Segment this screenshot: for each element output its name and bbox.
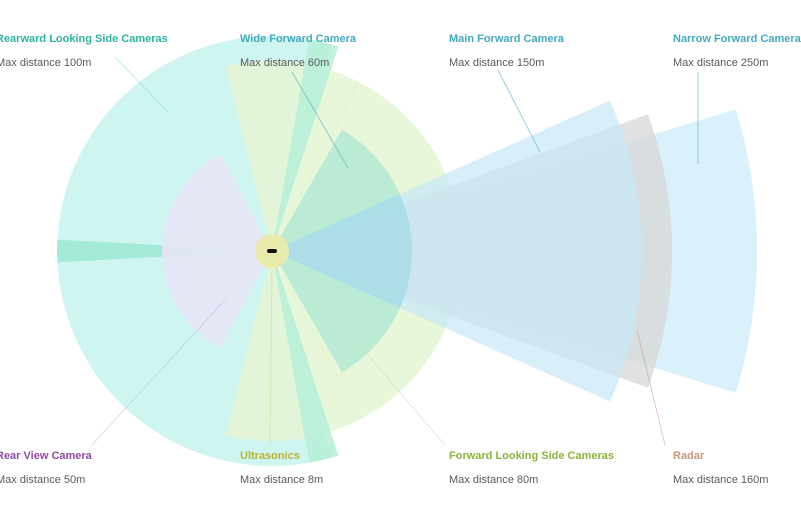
rear-view-leader-line bbox=[91, 299, 226, 446]
rear-view-camera-zone bbox=[162, 153, 272, 349]
main-forward-camera-title: Main Forward Camera bbox=[449, 33, 564, 45]
rearward-side-leader-line bbox=[114, 56, 169, 113]
forward-side-leader-line bbox=[354, 339, 446, 446]
forward-side-cameras-label: Forward Looking Side Cameras Max distanc… bbox=[449, 449, 614, 487]
rearward-side-cameras-distance: Max distance 100m bbox=[0, 57, 92, 69]
wide-forward-camera-label: Wide Forward Camera Max distance 60m bbox=[240, 32, 356, 70]
ultrasonics-title: Ultrasonics bbox=[240, 450, 300, 462]
side-camera-band-bottom bbox=[272, 251, 339, 463]
rear-view-camera-distance: Max distance 50m bbox=[0, 474, 86, 486]
forward-side-cameras-title: Forward Looking Side Cameras bbox=[449, 450, 615, 462]
sensor-coverage-diagram bbox=[57, 36, 757, 466]
side-camera-band-top bbox=[272, 39, 339, 251]
main-forward-camera-label: Main Forward Camera Max distance 150m bbox=[449, 32, 564, 70]
wide-forward-camera-distance: Max distance 60m bbox=[240, 57, 330, 69]
wide-forward-camera-title: Wide Forward Camera bbox=[240, 33, 357, 45]
ultrasonics-leader-line bbox=[269, 269, 273, 446]
narrow-forward-camera-label: Narrow Forward Camera Max distance 250m bbox=[673, 32, 801, 70]
main-forward-leader-line bbox=[497, 69, 541, 153]
forward-side-cameras-distance: Max distance 80m bbox=[449, 474, 539, 486]
main-wide-overlap-zone bbox=[272, 194, 412, 308]
wide-forward-leader-line bbox=[291, 71, 349, 169]
ultrasonics-distance: Max distance 8m bbox=[240, 474, 324, 486]
rear-view-camera-title: Rear View Camera bbox=[0, 450, 92, 462]
rearward-side-cameras-label: Rearward Looking Side Cameras Max distan… bbox=[0, 32, 168, 70]
radar-title: Radar bbox=[673, 450, 705, 462]
radar-label: Radar Max distance 160m bbox=[673, 449, 768, 487]
radar-distance: Max distance 160m bbox=[673, 474, 769, 486]
narrow-forward-camera-distance: Max distance 250m bbox=[673, 57, 769, 69]
narrow-forward-camera-title: Narrow Forward Camera bbox=[673, 33, 801, 45]
car-icon bbox=[267, 249, 277, 253]
radar-leader-line bbox=[636, 329, 666, 446]
rearward-side-cameras-title: Rearward Looking Side Cameras bbox=[0, 33, 168, 45]
ultrasonics-label: Ultrasonics Max distance 8m bbox=[240, 449, 323, 487]
rear-view-camera-label: Rear View Camera Max distance 50m bbox=[0, 449, 92, 487]
main-forward-camera-zone bbox=[272, 100, 642, 402]
main-forward-camera-distance: Max distance 150m bbox=[449, 57, 545, 69]
